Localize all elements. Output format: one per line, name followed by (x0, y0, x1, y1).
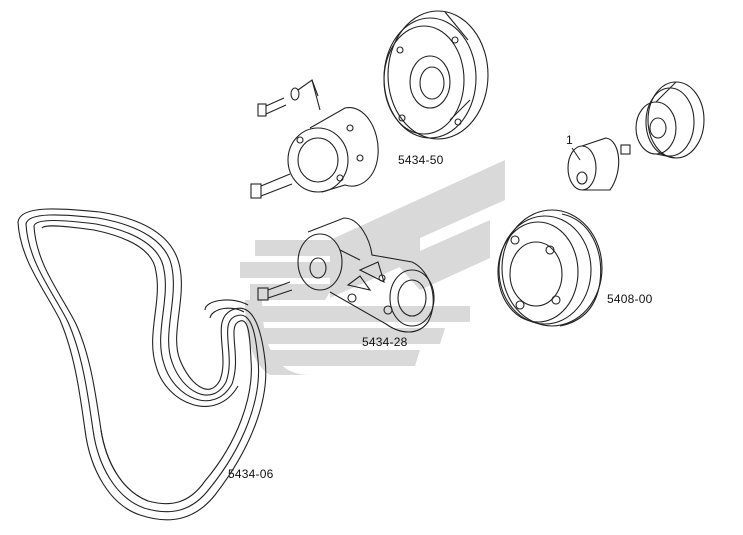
bolt-lower (250, 173, 293, 199)
label-poly-v-belt: 5434-06 (228, 467, 274, 481)
bolt-upper (257, 79, 321, 117)
label-idler-part-number: 1 (566, 133, 573, 147)
label-idler-pulley-assembly: 5408-00 (607, 292, 653, 306)
tensioner-bolt (257, 281, 293, 301)
belt-tensioner (297, 217, 435, 333)
poly-v-belt (17, 208, 267, 521)
label-belt-tensioner: 5434-28 (362, 335, 408, 349)
idler-pulley-assembly (497, 209, 603, 327)
leader-line-1 (571, 147, 581, 161)
idler-pulley-small (635, 81, 705, 159)
label-crankshaft-pulley: 5434-50 (398, 153, 444, 167)
vibration-damper (287, 107, 379, 193)
crankshaft-pulley (383, 10, 489, 140)
idler-spacer (567, 137, 631, 191)
